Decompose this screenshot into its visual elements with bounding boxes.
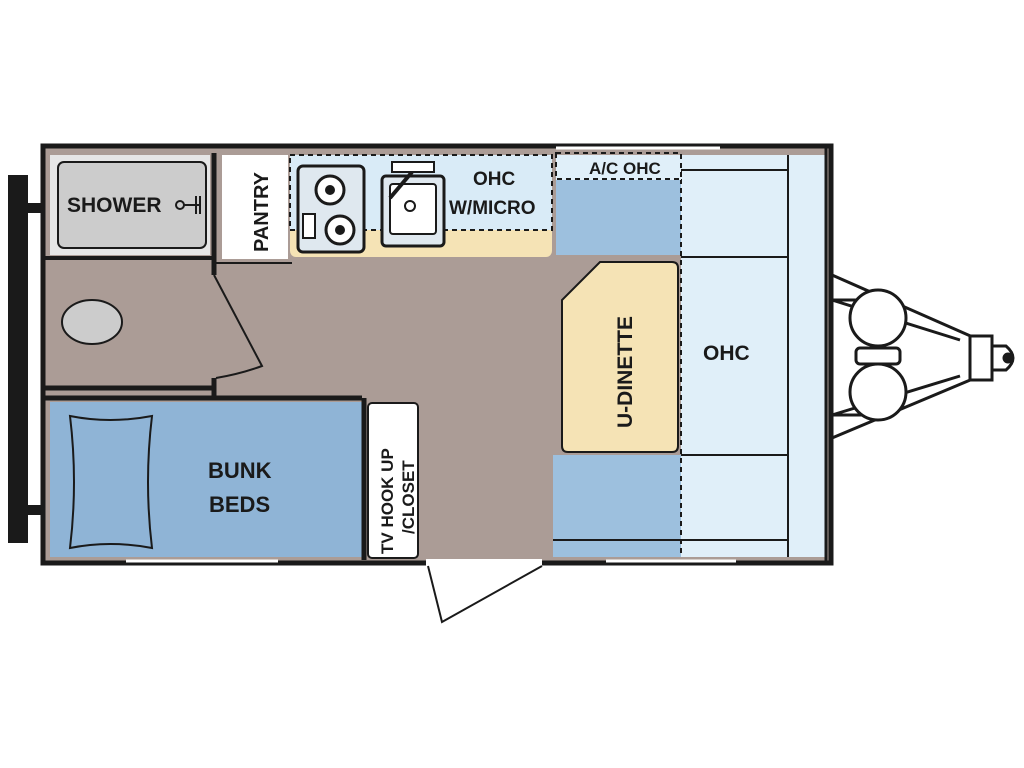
shower-faucet-icon: [175, 196, 201, 214]
u-dinette-table: [561, 261, 679, 453]
ac-ohc-cabinet: [556, 155, 681, 180]
ac-ohc-outline: [555, 152, 682, 180]
shower-pan: [57, 161, 207, 249]
bunk-beds: [50, 402, 362, 557]
tv-closet: [367, 402, 419, 559]
stove-icon: [296, 164, 366, 254]
rear-bumper: [8, 175, 42, 543]
entry-door-swing: [427, 565, 543, 624]
toilet-icon: [61, 299, 123, 345]
windows: [126, 146, 736, 563]
bunk-label-line2: BEDS: [209, 492, 270, 517]
bunk-label-line1: BUNK: [208, 458, 272, 483]
dinette-seat-bottom: [553, 455, 681, 557]
tv-closet-label-line2: /CLOSET: [399, 460, 418, 534]
entry-door-gap: [426, 559, 542, 567]
interior-walls: [45, 153, 367, 560]
bathroom-door-swing: [213, 274, 264, 379]
propane-tanks-icon: [848, 288, 908, 422]
front-ohc-cabinet: [681, 155, 826, 557]
shower-label: SHOWER: [67, 194, 162, 217]
pantry: [222, 155, 288, 259]
pillow-icon: [68, 414, 154, 550]
ohc-micro-label-line2: W/MICRO: [449, 198, 536, 219]
pantry-label: PANTRY: [251, 171, 273, 252]
tv-closet-label-line1: TV HOOK UP: [378, 448, 397, 554]
ohc-label: OHC: [703, 342, 750, 365]
ohc-micro-label-line1: OHC: [473, 169, 516, 190]
ac-ohc-label: A/C OHC: [589, 159, 661, 178]
u-dinette-label: U-DINETTE: [614, 316, 637, 428]
sink-icon: [380, 161, 446, 248]
